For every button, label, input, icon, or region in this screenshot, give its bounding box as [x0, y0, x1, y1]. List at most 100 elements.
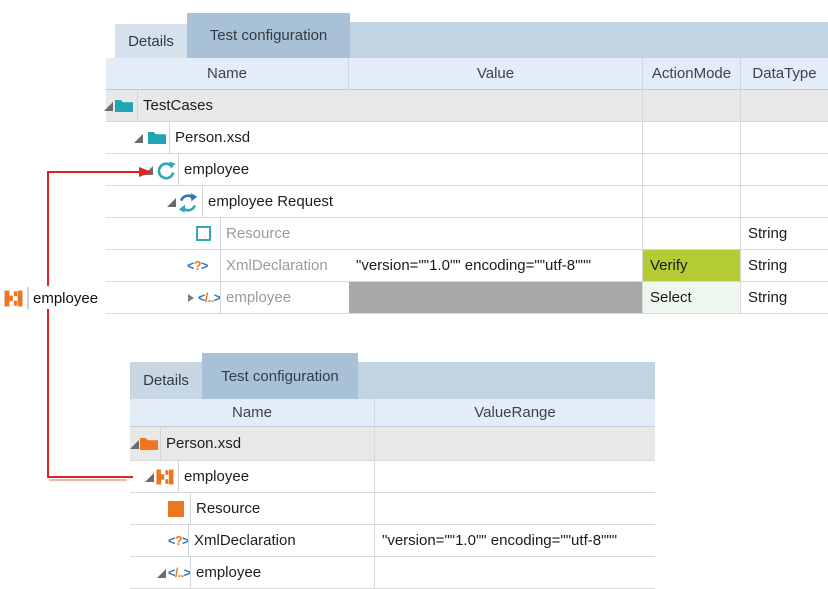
cell-divider — [188, 525, 189, 556]
cell-divider — [220, 282, 221, 313]
xml-element-icon: </..> — [198, 290, 221, 305]
column-header-valuerange[interactable]: ValueRange — [474, 404, 556, 421]
datatype-cell[interactable]: String — [741, 250, 828, 281]
column-header-datatype[interactable]: DataType — [752, 65, 817, 82]
column-header-actionmode[interactable]: ActionMode — [643, 58, 741, 89]
table-row-employee-module[interactable]: employee — [130, 461, 655, 493]
table-row-xmldeclaration[interactable]: <?> XmlDeclaration "version=""1.0"" enco… — [106, 250, 828, 282]
valuerange-cell[interactable] — [375, 427, 655, 460]
table-row-employee-element[interactable]: </..> employee — [130, 557, 655, 589]
actionmode-cell[interactable] — [643, 154, 741, 185]
table-row-testcases[interactable]: TestCases — [104, 90, 828, 122]
actionmode-cell-verify[interactable]: Verify — [643, 250, 741, 281]
valuerange-cell[interactable] — [375, 493, 655, 524]
cell-divider — [190, 493, 191, 524]
table-row-resource[interactable]: Resource — [130, 493, 655, 525]
expander-expanded-icon[interactable] — [104, 102, 113, 111]
tab-details[interactable]: Details — [130, 362, 202, 399]
table-row-person-xsd[interactable]: Person.xsd — [106, 122, 828, 154]
table-row-person-xsd[interactable]: Person.xsd — [130, 427, 655, 461]
datatype-cell[interactable] — [741, 186, 828, 217]
testcases-panel: Details Test configuration Name Value Ac… — [104, 13, 828, 314]
table-row-employee-element[interactable]: </..> employee Select String — [106, 282, 828, 314]
datatype-cell[interactable]: String — [741, 282, 828, 313]
actionmode-cell-select[interactable]: Select — [643, 282, 741, 313]
datatype-value: String — [748, 225, 788, 242]
actionmode-cell[interactable] — [643, 218, 741, 249]
xml-element-icon: </..> — [168, 565, 191, 580]
valuerange-cell[interactable] — [375, 461, 655, 492]
connector-arrowhead-icon — [139, 167, 152, 177]
name-cell: Resource — [106, 218, 349, 249]
refresh-icon — [157, 161, 176, 180]
employee-node-label[interactable]: employee — [4, 286, 98, 310]
column-header-name[interactable]: Name — [130, 399, 375, 426]
name-cell: employee Request — [106, 186, 349, 217]
expander-collapsed-icon[interactable] — [188, 294, 194, 302]
cell-divider — [178, 154, 179, 185]
datatype-cell[interactable] — [741, 90, 828, 121]
resource-square-icon — [168, 501, 184, 517]
value-cell-disabled — [349, 282, 643, 313]
expander-expanded-icon[interactable] — [130, 440, 139, 449]
cell-divider — [190, 557, 191, 588]
node-label: TestCases — [143, 97, 214, 114]
actionmode-value: Select — [650, 289, 692, 306]
value-cell[interactable] — [349, 186, 643, 217]
value-cell[interactable] — [349, 90, 643, 121]
table-row-employee-module[interactable]: employee — [106, 154, 828, 186]
datatype-cell[interactable] — [741, 122, 828, 153]
value-cell[interactable] — [349, 218, 643, 249]
cell-divider — [178, 461, 179, 492]
cell-divider — [220, 218, 221, 249]
xml-declaration-icon: <?> — [168, 533, 189, 548]
cell-divider — [202, 186, 203, 217]
column-header-value[interactable]: Value — [349, 58, 643, 89]
actionmode-value: Verify — [650, 257, 688, 274]
expander-expanded-icon[interactable] — [145, 473, 154, 482]
tab-test-configuration[interactable]: Test configuration — [202, 353, 358, 399]
actionmode-cell[interactable] — [643, 122, 741, 153]
label-divider — [27, 287, 29, 309]
tab-details[interactable]: Details — [115, 24, 187, 58]
connector-line-bottom-horizontal — [47, 476, 133, 478]
table-row-xmldeclaration[interactable]: <?> XmlDeclaration "version=""1.0"" enco… — [130, 525, 655, 557]
node-label: Resource — [226, 225, 291, 242]
checkbox-icon[interactable] — [196, 226, 211, 241]
name-cell: Person.xsd — [130, 427, 375, 460]
actionmode-cell[interactable] — [643, 90, 741, 121]
name-cell: </..> employee — [130, 557, 375, 588]
tab-test-configuration[interactable]: Test configuration — [187, 13, 350, 58]
tab-strip-filler — [350, 22, 828, 58]
name-cell: <?> XmlDeclaration — [130, 525, 375, 556]
column-header-row: Name Value ActionMode DataType — [106, 58, 828, 90]
sync-arrows-icon — [178, 193, 198, 213]
cell-divider — [220, 250, 221, 281]
value-cell[interactable]: "version=""1.0"" encoding=""utf-8""" — [349, 250, 643, 281]
cell-divider — [137, 90, 138, 121]
cell-divider — [160, 427, 161, 460]
node-label: employee — [184, 161, 250, 178]
expander-expanded-icon[interactable] — [134, 134, 143, 143]
value-cell[interactable] — [349, 154, 643, 185]
column-header-name[interactable]: Name — [106, 58, 349, 89]
expander-expanded-icon[interactable] — [167, 198, 176, 207]
actionmode-cell[interactable] — [643, 186, 741, 217]
datatype-value: String — [748, 257, 788, 274]
valuerange-cell[interactable] — [375, 557, 655, 588]
expander-expanded-icon[interactable] — [157, 569, 166, 578]
datatype-cell[interactable] — [741, 154, 828, 185]
node-label: XmlDeclaration — [226, 257, 328, 274]
datatype-value: String — [748, 289, 788, 306]
label-text: employee — [33, 289, 99, 307]
datatype-cell[interactable]: String — [741, 218, 828, 249]
table-row-resource[interactable]: Resource String — [106, 218, 828, 250]
node-label: Resource — [196, 500, 261, 517]
cell-divider — [169, 122, 170, 153]
table-row-employee-request[interactable]: employee Request — [106, 186, 828, 218]
module-panel: Details Test configuration Name ValueRan… — [130, 353, 655, 589]
name-cell: TestCases — [104, 90, 349, 121]
module-icon — [4, 290, 23, 306]
value-cell[interactable] — [349, 122, 643, 153]
valuerange-cell[interactable]: "version=""1.0"" encoding=""utf-8""" — [375, 525, 655, 556]
